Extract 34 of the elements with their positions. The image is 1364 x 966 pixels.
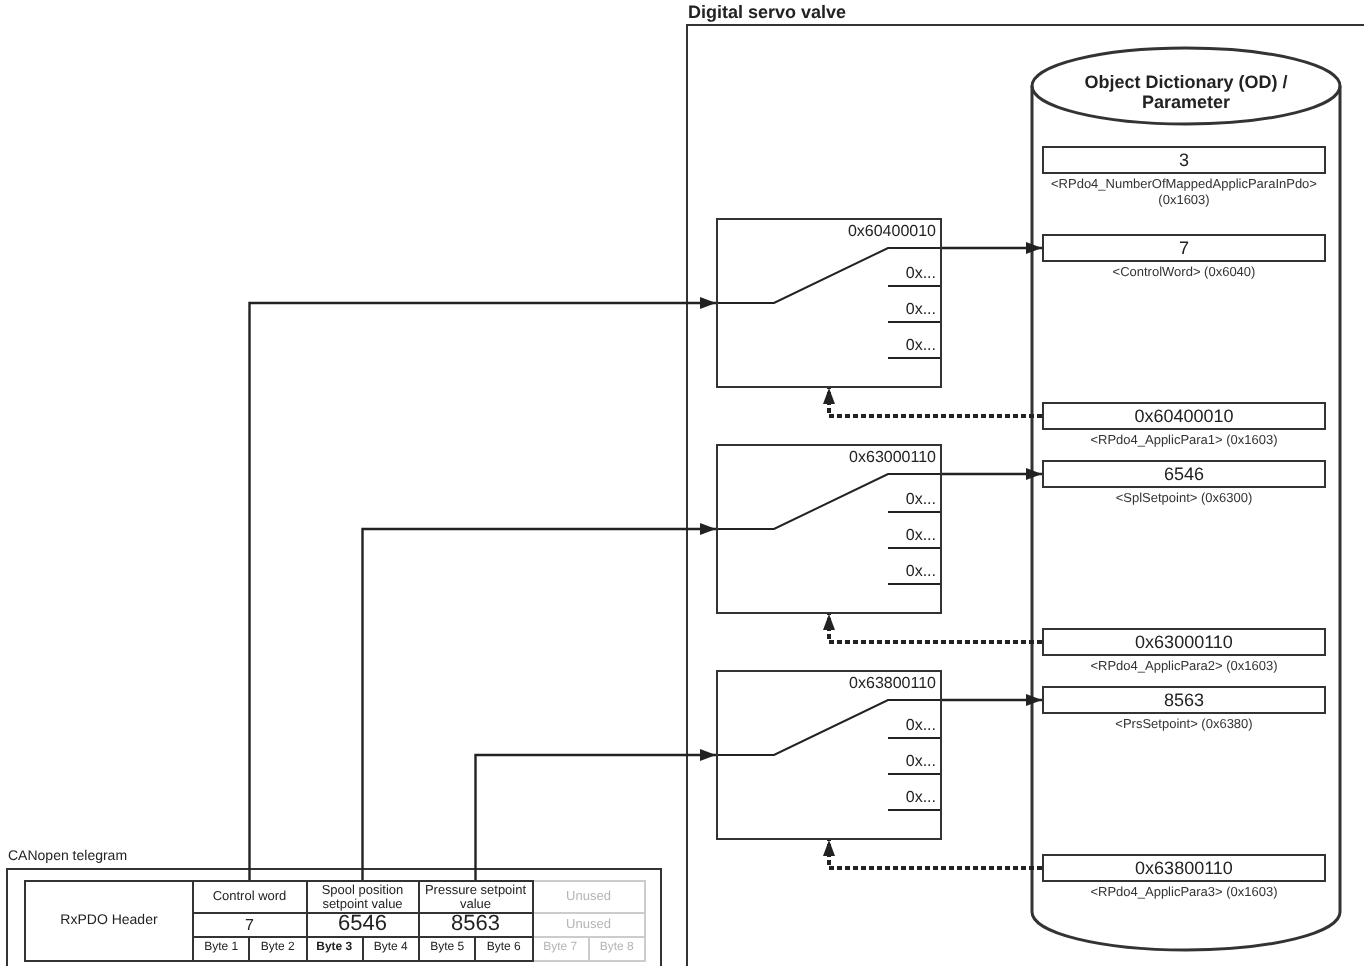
parameter-value-box: 0x60400010 <box>1042 402 1326 430</box>
address-label: 0x... <box>905 716 936 736</box>
arrow <box>942 468 1042 480</box>
address-label: 0x... <box>905 264 936 284</box>
parameter-value-box: 0x63800110 <box>1042 854 1326 882</box>
parameter-value-box: 8563 <box>1042 686 1326 714</box>
arrow <box>248 297 716 880</box>
parameter-value-box: 3 <box>1042 146 1326 174</box>
dashed-arrow <box>823 614 1042 644</box>
address-label: 0x... <box>905 788 936 808</box>
address-label: 0x... <box>905 752 936 772</box>
switch-box <box>716 444 942 614</box>
address-label: 0x... <box>905 526 936 546</box>
parameter-value-box: 7 <box>1042 234 1326 262</box>
arrow <box>474 749 716 880</box>
parameter-value-box: 0x63000110 <box>1042 628 1326 656</box>
database-cylinder <box>1030 46 1342 952</box>
address-label: 0x63800110 <box>849 674 936 694</box>
cylinder-title: Object Dictionary (OD) / Parameter <box>1082 72 1290 112</box>
parameter-value-box: 6546 <box>1042 460 1326 488</box>
address-label: 0x63000110 <box>849 448 936 468</box>
arrow <box>361 523 716 880</box>
arrow <box>942 694 1042 706</box>
switch-box <box>716 670 942 840</box>
switch-box <box>716 218 942 388</box>
address-label: 0x60400010 <box>847 222 936 242</box>
address-label: 0x... <box>905 336 936 356</box>
dashed-arrow <box>823 388 1042 418</box>
arrow <box>942 242 1042 254</box>
address-label: 0x... <box>905 562 936 582</box>
address-label: 0x... <box>905 300 936 320</box>
address-label: 0x... <box>905 490 936 510</box>
frame-title: Digital servo valve <box>688 2 847 22</box>
dashed-arrow <box>823 840 1042 870</box>
